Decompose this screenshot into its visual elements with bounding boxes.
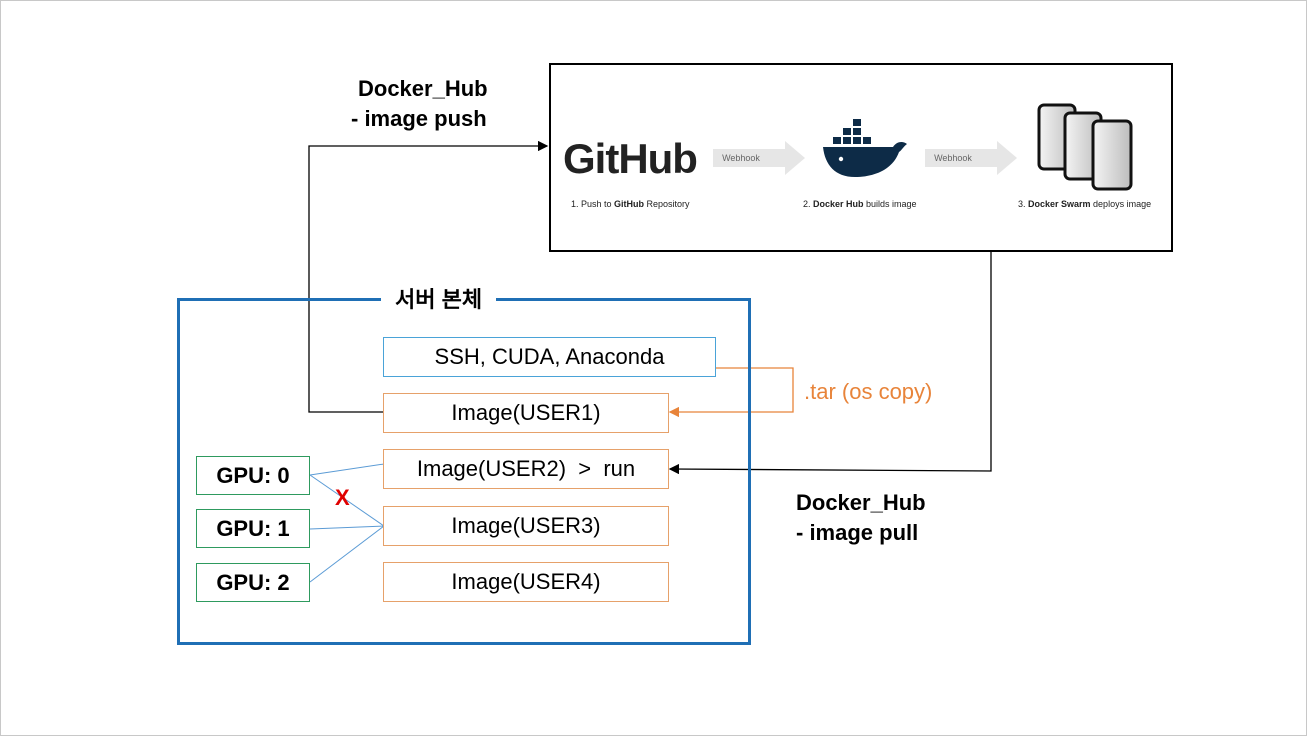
gpu0-user2-link (309, 463, 385, 476)
tar-copy-label: .tar (os copy) (804, 379, 933, 404)
gpu2-user3-link (309, 525, 385, 583)
hub-push-title: Docker_Hub (358, 76, 488, 101)
ci-workflow-panel: GitHub Webhook Webhook (549, 63, 1173, 252)
hub-pull-title: Docker_Hub (796, 490, 926, 515)
image-user1-box: Image(USER1) (383, 393, 669, 433)
hub-push-label: Docker_Hub - image push (351, 74, 488, 134)
webhook-arrow-2-icon (925, 141, 1017, 175)
github-logo: GitHub (563, 135, 698, 182)
workflow-step-3: 3. Docker Swarm deploys image (1018, 199, 1152, 209)
workflow-step-1: 1. Push to GitHub Repository (571, 199, 690, 209)
gpu1-user3-link (309, 525, 385, 530)
hub-push-subtitle: - image push (351, 106, 487, 131)
blocked-x-mark: X (335, 485, 350, 510)
gpu-0-box: GPU: 0 (196, 456, 310, 495)
gpu-2-box: GPU: 2 (196, 563, 310, 602)
hub-pull-label: Docker_Hub - image pull (796, 488, 926, 548)
webhook-arrow-1-icon (713, 141, 805, 175)
gpu-1-box: GPU: 1 (196, 509, 310, 548)
gpu0-user3-link (309, 474, 385, 527)
hub-pull-subtitle: - image pull (796, 520, 919, 545)
tar-connector (668, 367, 794, 418)
base-image-box: SSH, CUDA, Anaconda (383, 337, 716, 377)
image-user2-box: Image(USER2) > run (383, 449, 669, 489)
image-user4-box: Image(USER4) (383, 562, 669, 602)
pull-connector (668, 252, 992, 475)
docker-whale-icon (823, 119, 907, 177)
server-title: 서버 본체 (381, 282, 497, 314)
workflow-step-2: 2. Docker Hub builds image (803, 199, 917, 209)
image-user3-box: Image(USER3) (383, 506, 669, 546)
webhook-label-1: Webhook (722, 153, 760, 163)
server-stack-icon (1037, 103, 1133, 191)
webhook-label-2: Webhook (934, 153, 972, 163)
push-connector (308, 140, 549, 413)
